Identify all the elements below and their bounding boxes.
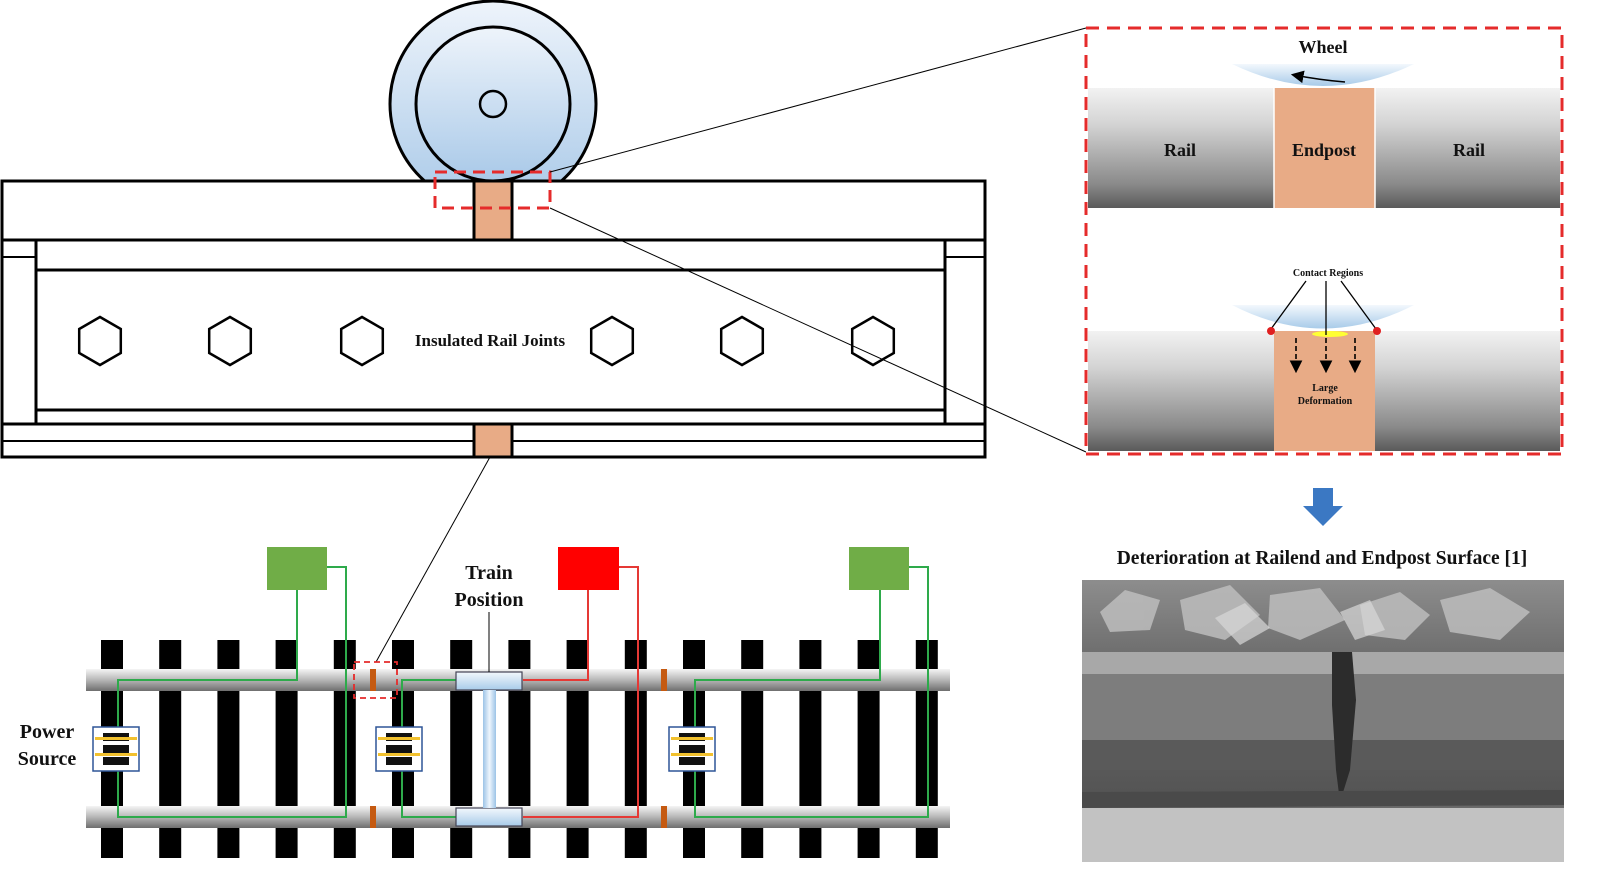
power-source-group (92, 726, 716, 772)
tie (741, 640, 764, 858)
wheel-icon (388, 0, 598, 209)
joint-bar-left-cap (0, 238, 38, 426)
large-deformation-label-2: Deformation (1298, 396, 1353, 407)
power-source-icon (375, 726, 423, 772)
deterioration-photo (1082, 580, 1564, 862)
bolt-icon (589, 315, 635, 367)
circuit-wire-clear-right (694, 566, 929, 818)
contact-patch (1312, 331, 1348, 337)
endpost-top (472, 179, 514, 242)
bolt-icon (850, 315, 896, 367)
rail-right-upper (1375, 88, 1560, 208)
endpost-label: Endpost (1292, 140, 1356, 160)
joint-bar (34, 268, 947, 412)
rail-left-upper (1088, 88, 1274, 208)
wheel-contact-arc-lower (1232, 305, 1414, 329)
joint-highlight (353, 661, 398, 699)
bolt-icon (77, 315, 123, 367)
contact-point-right (1373, 327, 1381, 335)
signal-middle (558, 547, 619, 590)
power-source-label-2: Source (18, 748, 77, 770)
tie (566, 640, 589, 858)
endpost-lower (1274, 331, 1375, 451)
power-source-icon (668, 726, 716, 772)
tie-group (101, 640, 938, 858)
bolt-icon (207, 315, 253, 367)
bolt-icon (339, 315, 385, 367)
deformation-arrows (1289, 338, 1362, 374)
train-position-label-2: Position (455, 589, 524, 611)
tie (508, 640, 531, 858)
tie (450, 640, 473, 858)
zoom-line-top (549, 27, 1087, 173)
joint-bar-right-cap (943, 238, 987, 426)
zoom-line-bottom (549, 207, 1087, 453)
bolt-icon (719, 315, 765, 367)
irj-label: Insulated Rail Joints (415, 331, 566, 350)
endpost-upper (1274, 88, 1375, 208)
bolt-group (77, 315, 896, 367)
contact-regions-label: Contact Regions (1293, 268, 1363, 279)
rail-right-label: Rail (1453, 140, 1485, 160)
tie (915, 640, 938, 858)
wheel-label: Wheel (1299, 37, 1348, 57)
zoom-line-track (375, 456, 491, 663)
train-position-label-1: Train (465, 562, 512, 584)
large-deformation-label-1: Large (1312, 383, 1338, 394)
insulated-joints (370, 669, 667, 828)
tie (217, 640, 240, 858)
rail-left-label: Rail (1164, 140, 1196, 160)
power-source-icon (92, 726, 140, 772)
signal-right (849, 547, 909, 590)
signal-left (267, 547, 327, 590)
irj-side-view: Insulated Rail Joints (0, 0, 987, 459)
contact-point-left (1267, 327, 1275, 335)
zoom-panel: Wheel Rail Endpost Rail Contact Regions … (1084, 26, 1564, 456)
wheel-contact-arc-upper (1232, 64, 1414, 86)
endpost-bottom (472, 422, 514, 459)
tie (624, 640, 647, 858)
train-axle-icon (455, 671, 523, 827)
track-circuit: Train Position Power Source (18, 547, 950, 858)
tie (159, 640, 182, 858)
tie (275, 640, 298, 858)
down-arrow-icon (1303, 488, 1343, 526)
contact-zone-highlight (433, 170, 552, 210)
circuit-wire-clear-left (117, 566, 347, 818)
tie (333, 640, 356, 858)
circuit-wire-occupied (523, 566, 639, 818)
photo-caption: Deterioration at Railend and Endpost Sur… (1117, 548, 1528, 569)
rail-right-lower (1375, 331, 1560, 451)
power-source-label-1: Power (20, 721, 75, 743)
tie (857, 640, 880, 858)
tie (799, 640, 822, 858)
rail-left-lower (1088, 331, 1274, 451)
